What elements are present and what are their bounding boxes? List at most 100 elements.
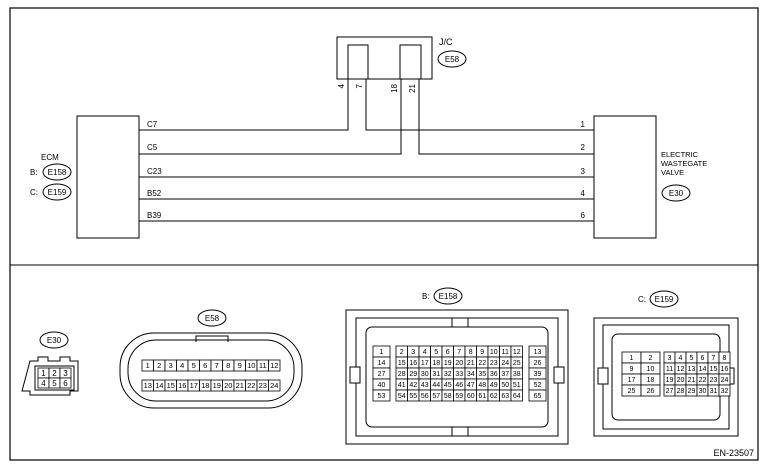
e159-pin-number: 29 [688,388,696,395]
wire-jc7-to-valve1 [365,79,594,131]
e158-pin-number: 60 [467,393,475,400]
e159-side-lock-left [597,367,609,385]
jc-connector-id: E58 [445,55,460,64]
e58-pin-number: 18 [201,381,209,390]
e159-pin-number: 7 [712,355,716,362]
e30-title-oval [39,331,69,349]
e58-pin-number: 11 [259,361,267,370]
e159-pin-number: 26 [647,388,655,395]
e58-pin-number: 5 [192,361,196,370]
e159-pin-number: 2 [649,355,653,362]
e158-pin-number: 40 [378,382,386,389]
jc-pin-4: 4 [337,83,346,88]
wire-c7-to-jc4 [139,79,349,131]
e159-pin-number: 8 [723,355,727,362]
e158-pin-number: 11 [502,349,509,356]
e158-pin-number: 48 [478,382,486,389]
e58-pin-number: 15 [167,381,175,390]
e158-pin-number: 1 [380,349,384,356]
e158-pin-number: 54 [398,393,406,400]
e158-pin-number: 59 [455,393,463,400]
e158-pin-number: 30 [421,371,429,378]
valve-pin-label: 2 [581,143,586,152]
wire-jc21-to-valve2 [418,79,594,155]
e159-pin-number: 30 [699,388,707,395]
e159-pin-number: 13 [688,366,696,373]
e158-pin-number: 41 [398,382,406,389]
e159-pin-number: 14 [699,366,707,373]
e58-pin-number: 9 [238,361,242,370]
e58-pin-number: 7 [215,361,219,370]
e159-pin-number: 4 [679,355,683,362]
jc-label: J/C [439,37,453,47]
e158-pin-number: 37 [501,371,509,378]
valve-pin-label: 1 [581,120,586,129]
e158-side-lock-left [349,366,361,384]
ecm-connector-c-oval [42,183,72,201]
valve-block [593,115,657,239]
e58-pin-number: 6 [203,361,207,370]
ecm-block [76,115,140,239]
e58-pin-number: 13 [144,381,152,390]
valve-pin-label: 3 [581,167,586,176]
e158-pin-number: 61 [478,393,486,400]
e159-pin-number: 1 [630,355,634,362]
jc-pin-18: 18 [390,83,399,92]
e159-pin-number: 11 [666,366,673,373]
e158-pin-number: 18 [432,360,440,367]
wiring-section: J/C E58 4 7 18 21 ECM B: E158 C: E159 EL… [30,36,707,239]
e159-pin-number: 3 [668,355,672,362]
e158-latch-bottom [451,426,469,437]
e30-pin-number: 3 [63,369,68,378]
e159-pin-number: 20 [677,377,685,384]
e158-pin-cell [372,389,391,402]
e58-pin-cell [268,359,281,372]
e159-pin-number: 28 [677,388,685,395]
e159-pin-number: 31 [710,388,718,395]
e158-pin-number: 58 [444,393,452,400]
e58-pin-number: 21 [236,381,244,390]
valve-pin-label: 6 [581,211,586,220]
e58-pin-number: 17 [190,381,198,390]
jc-pin-group-right [399,44,422,80]
e158-pin-number: 22 [478,360,486,367]
ecm-connector-b-oval [42,163,72,181]
e158-pin-number: 21 [467,360,475,367]
e158-pin-number: 51 [513,382,521,389]
e158-pin-number: 24 [501,360,509,367]
e58-pin-number: 4 [180,361,184,370]
ecm-connector-b-id: E158 [48,168,67,177]
valve-connector-oval [661,184,691,202]
figure-code: EN-23507 [713,448,754,458]
e158-pin-number: 36 [490,371,498,378]
e158-pin-cell [510,389,523,402]
e159-pin-number: 12 [677,366,685,373]
e158-pin-number: 20 [455,360,463,367]
e158-pin-number: 56 [421,393,429,400]
e158-pin-number: 45 [444,382,452,389]
e158-pin-number: 25 [513,360,521,367]
e159-pin-number: 27 [666,388,674,395]
wire-c5-to-jc18 [139,79,402,155]
e158-pin-number: 35 [478,371,486,378]
e158-pin-number: 8 [469,349,473,356]
e158-title: E158 [439,292,458,301]
e158-title-oval [433,287,463,305]
e30-pin-number: 5 [52,379,57,388]
e158-pin-number: 39 [534,371,542,378]
e158-pin-number: 10 [490,349,498,356]
valve-label-line-3: VALVE [661,168,684,177]
e58-pin-number: 19 [213,381,221,390]
e158-pin-number: 53 [378,393,386,400]
e58-pin-number: 14 [155,381,163,390]
e159-pin-number: 25 [628,388,636,395]
e58-pin-number: 16 [178,381,186,390]
e158-pin-number: 26 [534,360,542,367]
e58-pin-number: 1 [146,361,150,370]
jc-pin-group-left [347,44,369,80]
e158-pin-number: 7 [457,349,461,356]
